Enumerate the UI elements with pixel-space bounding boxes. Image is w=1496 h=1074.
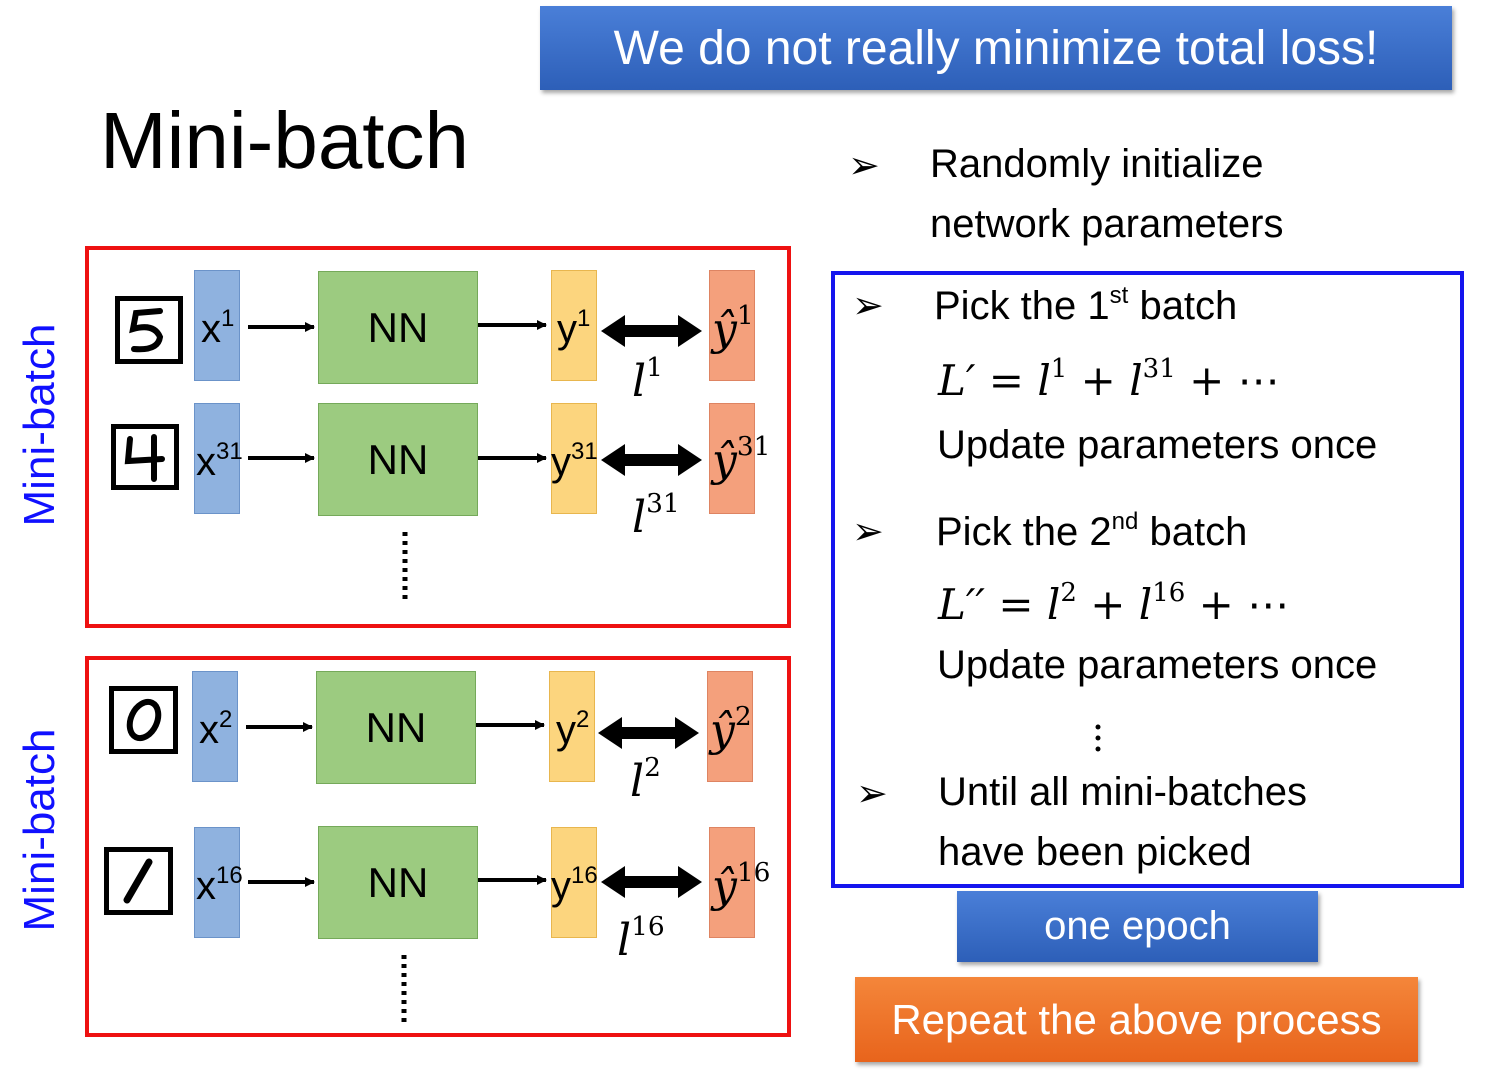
step-until-line1: Until all mini-batches bbox=[938, 770, 1308, 814]
input-x-label: x1 bbox=[201, 305, 235, 351]
formula-second-batch: L′′ = l2 + l16 + ⋯ bbox=[938, 578, 1290, 629]
output-y-bar bbox=[551, 270, 597, 381]
loss-label: l16 bbox=[617, 911, 665, 966]
loss-label: l31 bbox=[632, 488, 680, 543]
output-y-bar bbox=[551, 403, 597, 514]
loss-double-arrow bbox=[598, 717, 699, 749]
nn-box: NN bbox=[318, 403, 478, 516]
output-y-label: y31 bbox=[551, 438, 598, 484]
target-yhat-bar bbox=[709, 403, 755, 514]
output-y-bar bbox=[551, 827, 597, 938]
target-yhat-bar bbox=[709, 270, 755, 381]
mini-batch-box-1 bbox=[85, 246, 791, 628]
input-x-label: x16 bbox=[196, 862, 243, 908]
top-banner: We do not really minimize total loss! bbox=[540, 6, 1452, 90]
bullet-arrow-icon: ➢ bbox=[852, 285, 884, 327]
loss-label: l1 bbox=[632, 352, 663, 407]
digit-image bbox=[104, 847, 173, 915]
target-yhat-label: ŷ16 bbox=[712, 857, 771, 912]
output-y-label: y1 bbox=[557, 305, 591, 351]
step-update-second: Update parameters once bbox=[937, 643, 1378, 687]
page-title: Mini-batch bbox=[100, 96, 470, 185]
input-x-bar bbox=[194, 403, 240, 514]
vertical-ellipsis bbox=[1095, 724, 1101, 752]
target-yhat-bar bbox=[709, 827, 755, 938]
input-x-bar bbox=[194, 827, 240, 938]
step-update-first: Update parameters once bbox=[937, 423, 1378, 467]
mini-batch-box-2 bbox=[85, 656, 791, 1037]
step-until-line2: have been picked bbox=[938, 830, 1252, 874]
loss-label: l2 bbox=[630, 752, 661, 807]
digit-image bbox=[109, 686, 178, 754]
target-yhat-label: ŷ1 bbox=[712, 300, 754, 355]
bullet-arrow-icon: ➢ bbox=[856, 773, 888, 815]
nn-box: NN bbox=[316, 671, 476, 784]
target-yhat-bar bbox=[707, 671, 753, 782]
step-init-line1: Randomly initialize bbox=[930, 142, 1264, 186]
output-y-label: y16 bbox=[551, 862, 598, 908]
banner-text: We do not really minimize total loss! bbox=[613, 21, 1379, 75]
loss-double-arrow bbox=[601, 315, 702, 347]
output-y-label: y2 bbox=[556, 706, 590, 752]
batch-steps-box bbox=[831, 271, 1464, 888]
loss-double-arrow bbox=[601, 444, 702, 476]
nn-box: NN bbox=[318, 271, 478, 384]
loss-double-arrow bbox=[601, 866, 702, 898]
target-yhat-label: ŷ31 bbox=[712, 431, 771, 486]
bullet-arrow-icon: ➢ bbox=[848, 145, 880, 187]
input-x-bar bbox=[194, 270, 240, 381]
digit-image bbox=[115, 296, 183, 364]
bullet-arrow-icon: ➢ bbox=[852, 511, 884, 553]
output-y-bar bbox=[549, 671, 595, 782]
target-yhat-label: ŷ2 bbox=[710, 701, 752, 756]
digit-image bbox=[111, 424, 179, 490]
input-x-label: x2 bbox=[199, 706, 233, 752]
step-pick-second: Pick the 2nd batch bbox=[936, 508, 1248, 554]
step-init-line2: network parameters bbox=[930, 202, 1284, 246]
one-epoch-label: one epoch bbox=[957, 891, 1318, 962]
input-x-bar bbox=[192, 671, 238, 782]
nn-box: NN bbox=[318, 826, 478, 939]
formula-first-batch: L′ = l1 + l31 + ⋯ bbox=[938, 354, 1280, 405]
input-x-label: x31 bbox=[196, 438, 243, 484]
repeat-process-label: Repeat the above process bbox=[855, 977, 1418, 1062]
step-pick-first: Pick the 1st batch bbox=[934, 282, 1238, 328]
